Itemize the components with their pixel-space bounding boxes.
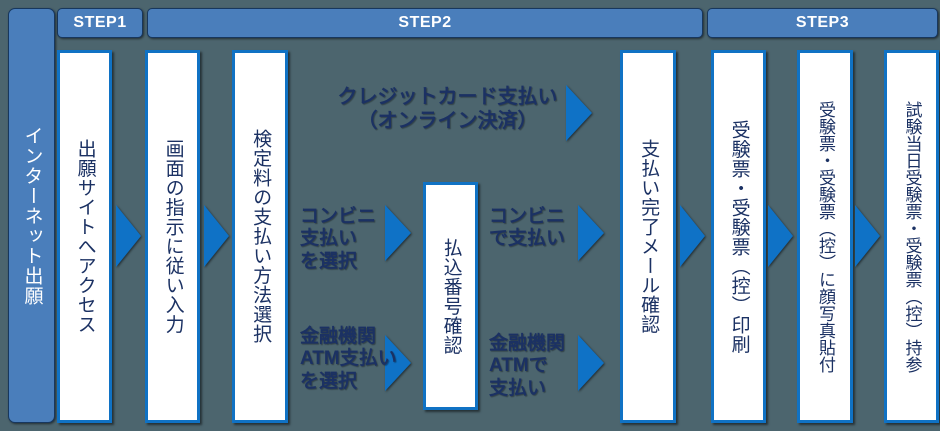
process-box-print-exam-ticket: 受験票・受験票（控）印刷 bbox=[711, 50, 766, 423]
process-box-select-payment-method: 検定料の支払い方法選択 bbox=[232, 50, 288, 423]
branch-label-credit-card: クレジットカード支払い （オンライン決済） bbox=[337, 86, 558, 132]
entry-column-internet-application: インターネット出願 bbox=[8, 8, 55, 423]
branch-label-atm-pay: 金融機関 ATMで 支払い bbox=[489, 333, 566, 399]
entry-column-label: インターネット出願 bbox=[21, 125, 43, 306]
process-box-follow-input: 画面の指示に従い入力 bbox=[145, 50, 200, 423]
arrow-right-icon-atm-select bbox=[385, 335, 411, 391]
process-box-attach-photo-label: 受験票・受験票（控）に顔写真貼付 bbox=[816, 100, 835, 373]
process-box-payment-complete-mail: 支払い完了メール確認 bbox=[620, 50, 676, 423]
arrow-right-icon-conveni-select bbox=[385, 205, 411, 261]
process-box-select-payment-method-label: 検定料の支払い方法選択 bbox=[250, 129, 272, 344]
step-header-step3-label: STEP3 bbox=[795, 14, 850, 31]
process-box-attach-photo: 受験票・受験票（控）に顔写真貼付 bbox=[797, 50, 853, 423]
branch-label-conveni-select: コンビニ 支払い を選択 bbox=[300, 206, 377, 272]
arrow-right-icon-4 bbox=[768, 205, 793, 267]
arrow-right-icon-atm-pay bbox=[578, 335, 604, 391]
arrow-right-icon-conveni-pay bbox=[578, 205, 604, 261]
process-box-print-exam-ticket-label: 受験票・受験票（控）印刷 bbox=[728, 119, 750, 354]
branch-label-conveni-pay: コンビニ で支払い bbox=[489, 206, 566, 250]
process-box-payment-complete-mail-label: 支払い完了メール確認 bbox=[638, 139, 660, 334]
process-box-apply-site: 出願サイトへアクセス bbox=[57, 50, 112, 423]
arrow-right-icon-3 bbox=[680, 205, 705, 267]
process-box-bring-ticket-exam-day: 試験当日受験票・受験票（控）持参 bbox=[884, 50, 939, 423]
step-header-step1-label: STEP1 bbox=[73, 14, 127, 31]
step-header-step1: STEP1 bbox=[57, 8, 143, 38]
step-header-step3: STEP3 bbox=[707, 8, 938, 38]
arrow-right-icon-credit-card bbox=[566, 85, 592, 141]
step-header-step2-label: STEP2 bbox=[398, 14, 452, 31]
process-box-payment-number-label: 払込番号確認 bbox=[440, 237, 462, 355]
step-header-step2: STEP2 bbox=[147, 8, 703, 38]
process-box-apply-site-label: 出願サイトへアクセス bbox=[74, 139, 96, 334]
arrow-right-icon-2 bbox=[204, 205, 229, 267]
arrow-right-icon-1 bbox=[116, 205, 141, 267]
process-box-payment-number: 払込番号確認 bbox=[423, 182, 478, 410]
arrow-right-icon-5 bbox=[855, 205, 880, 267]
process-box-follow-input-label: 画面の指示に従い入力 bbox=[162, 139, 184, 334]
process-box-bring-ticket-exam-day-label: 試験当日受験票・受験票（控）持参 bbox=[902, 100, 922, 373]
branch-label-atm-select: 金融機関 ATM支払い を選択 bbox=[300, 326, 397, 392]
